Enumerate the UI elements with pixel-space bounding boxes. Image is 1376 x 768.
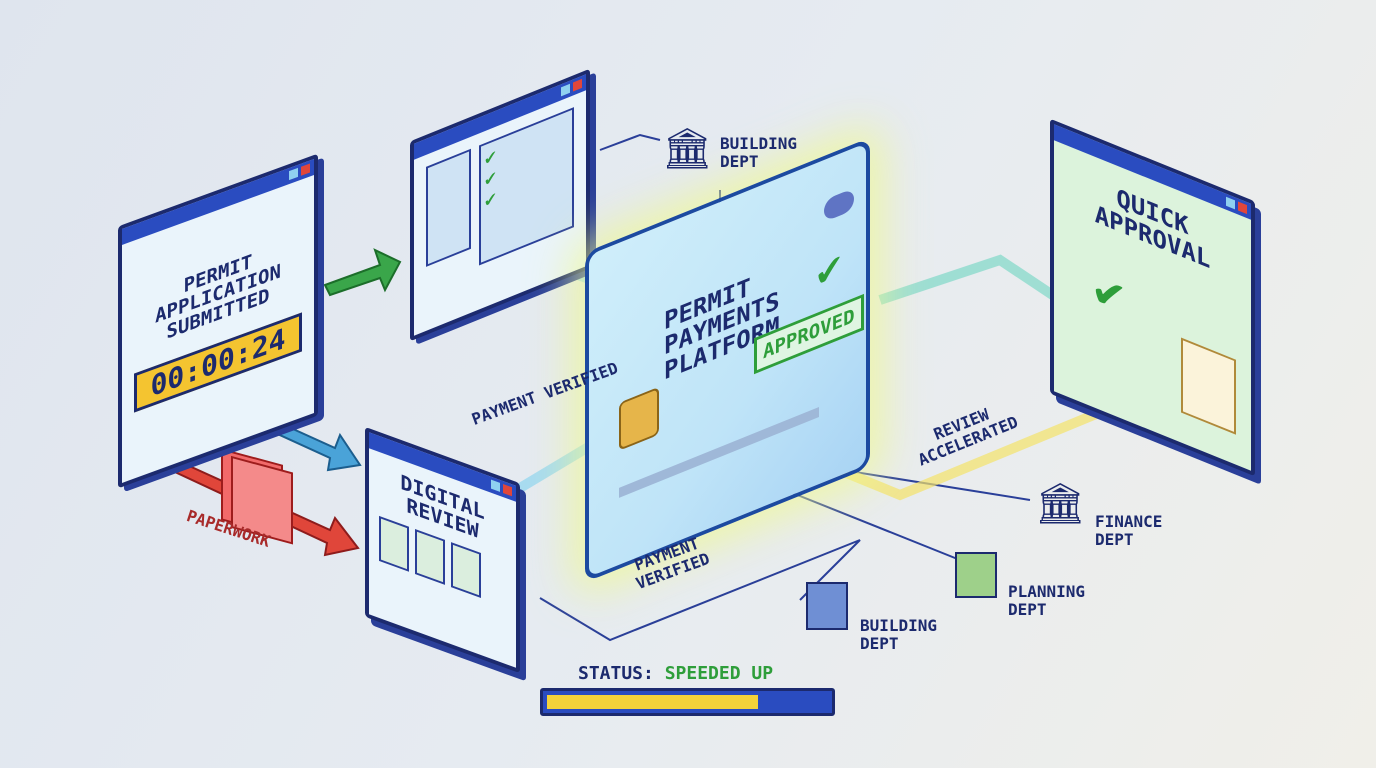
planning-dept-label: PLANNING DEPT: [1008, 582, 1086, 620]
bank-icon: 🏛: [1035, 481, 1086, 527]
checklist-icon: ✔✔✔: [479, 107, 574, 266]
arrow-green: [323, 248, 402, 297]
paperwork-stack-icon: [221, 448, 293, 545]
building-icon: [806, 582, 848, 630]
card-logo-icon: [824, 187, 854, 223]
finance-dept-label: FINANCE DEPT: [1095, 512, 1163, 550]
avatar-icon: [426, 148, 471, 267]
map-icon: [955, 552, 997, 598]
chip-icon: [619, 386, 659, 451]
building-dept-label: BUILDING DEPT: [720, 134, 798, 172]
building-dept-label: BUILDING DEPT: [860, 616, 938, 654]
status-prefix: STATUS:: [578, 663, 654, 684]
status-progress-bar: [540, 688, 835, 716]
status-value: SPEEDED UP: [664, 663, 774, 684]
check-icon: ✔: [817, 241, 842, 297]
progress-fill: [547, 695, 758, 709]
status-text: STATUS: SPEEDED UP: [578, 663, 773, 684]
bank-icon: 🏛: [662, 126, 713, 172]
